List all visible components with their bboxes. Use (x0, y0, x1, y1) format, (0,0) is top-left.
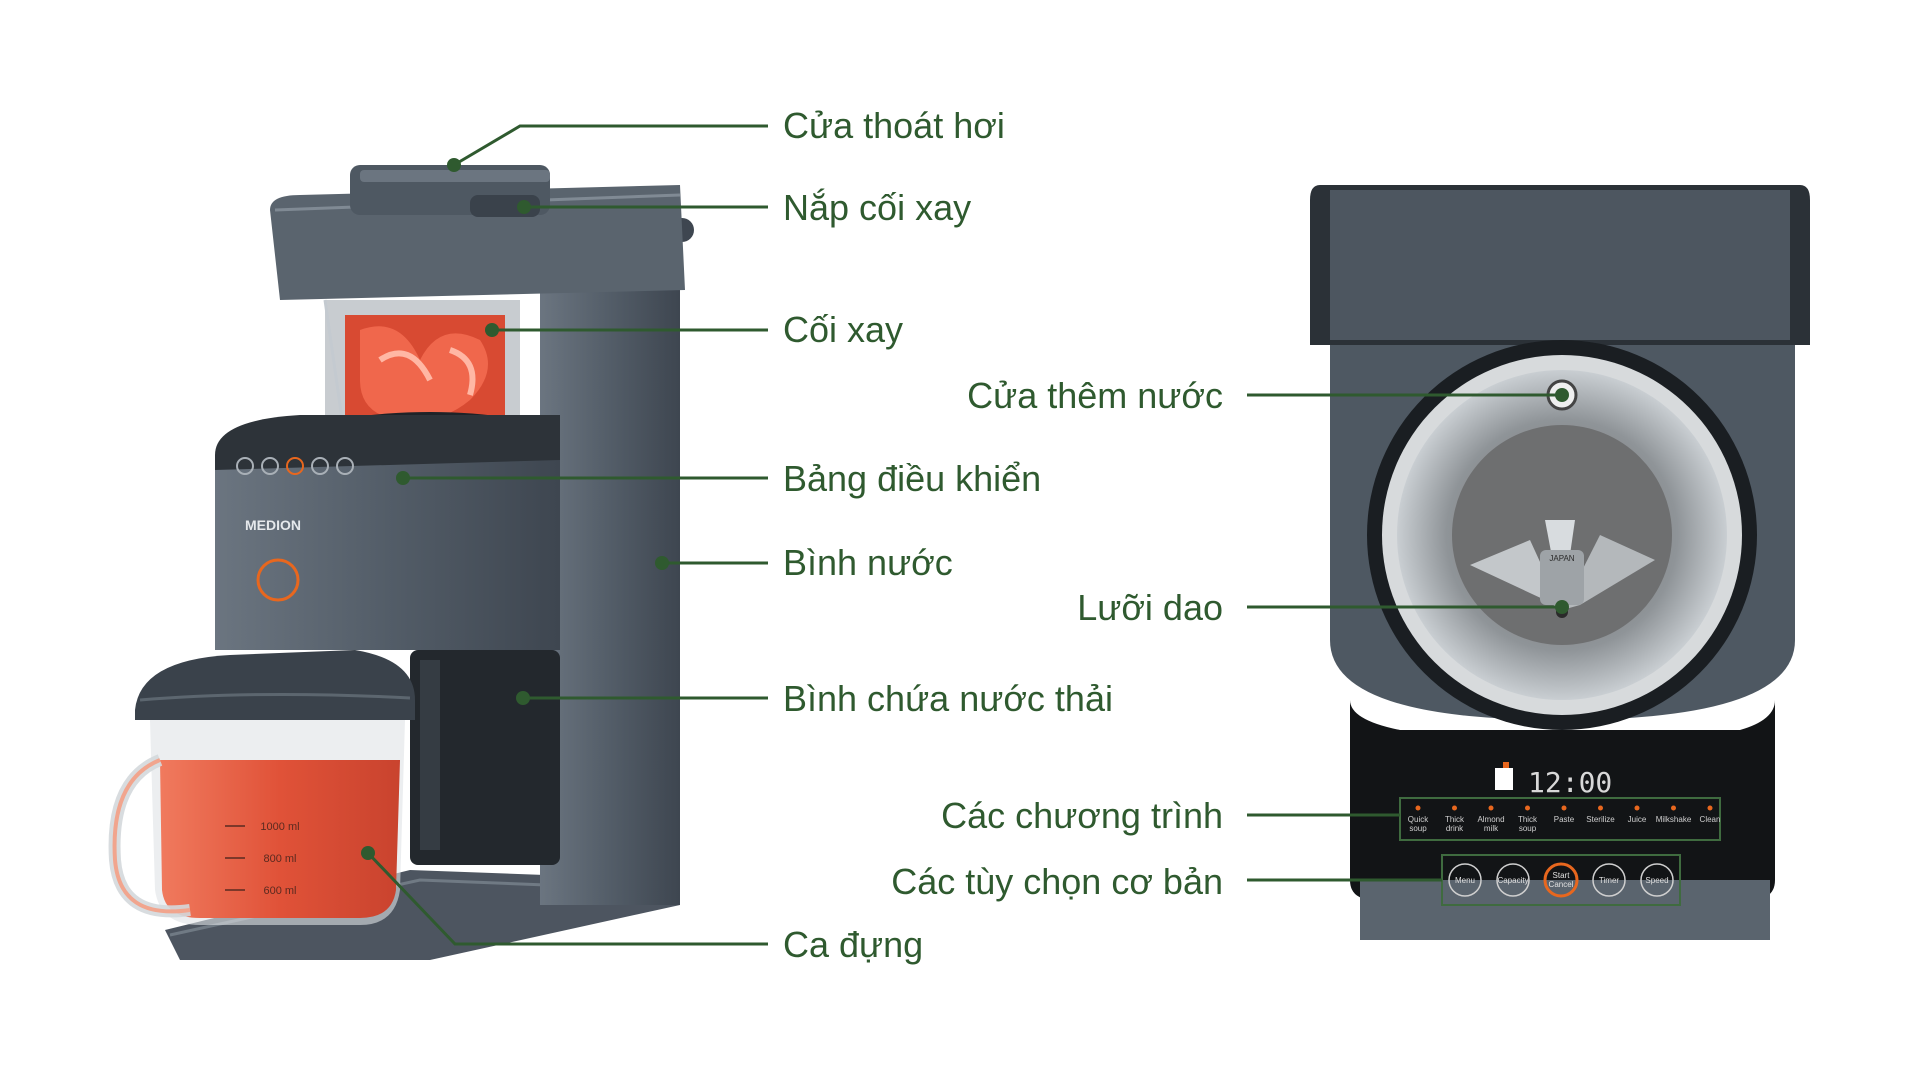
leader-jug (366, 851, 768, 946)
option-label: Speed (1645, 876, 1668, 885)
programs-box (1399, 797, 1721, 841)
option-button[interactable] (1640, 863, 1674, 897)
label-blender-jar: Cối xay (783, 309, 904, 350)
label-blender-lid: Nắp cối xay (783, 187, 972, 228)
label-blade: Lưỡi dao (1077, 587, 1223, 628)
program-label[interactable]: Milkshake (1656, 815, 1692, 824)
option-label: Menu (1455, 876, 1475, 885)
option-label: Capacity (1497, 876, 1528, 885)
program-label[interactable]: Sterilize (1586, 815, 1615, 824)
program-label[interactable]: Thick (1518, 815, 1538, 824)
option-label: Start (1553, 871, 1571, 880)
program-indicator (1634, 805, 1640, 811)
jug-mark: 800 ml (263, 853, 296, 865)
leader-vent (453, 124, 768, 167)
label-basic-options: Các tùy chọn cơ bản (891, 861, 1223, 902)
program-label[interactable]: Quick (1408, 815, 1429, 824)
program-indicator (1525, 805, 1530, 811)
jug-mark: 1000 ml (260, 821, 299, 833)
main-column (540, 205, 680, 905)
program-label[interactable]: Almond (1477, 815, 1504, 824)
svg-text:JAPAN: JAPAN (1549, 554, 1574, 563)
program-indicator (1598, 805, 1603, 811)
power-ring (256, 558, 300, 602)
program-indicator (1415, 805, 1421, 811)
program-indicator (1671, 805, 1676, 811)
right-control-panel (1350, 700, 1775, 900)
option-button[interactable] (1543, 862, 1579, 898)
program-label[interactable]: Paste (1554, 815, 1575, 824)
program-indicator (1452, 805, 1457, 811)
program-label[interactable]: Clean (1700, 815, 1721, 824)
option-button[interactable] (1496, 863, 1530, 897)
program-indicator (1561, 805, 1567, 811)
label-jug: Ca đựng (783, 924, 924, 965)
program-indicator (1488, 805, 1494, 811)
blade: JAPAN (1470, 520, 1655, 618)
option-button[interactable] (1448, 863, 1482, 897)
program-label[interactable]: Juice (1628, 815, 1647, 824)
program-label[interactable]: Thick (1445, 815, 1465, 824)
label-programs: Các chương trình (941, 795, 1223, 836)
label-water-tank: Bình nước (783, 542, 953, 583)
label-waste-container: Bình chứa nước thải (783, 678, 1113, 719)
label-steam-vent: Cửa thoát hơi (783, 105, 1005, 146)
option-button[interactable] (1592, 863, 1626, 897)
option-label: Cancel (1549, 880, 1574, 889)
program-indicator (1707, 805, 1713, 811)
program-label[interactable]: soup (1409, 824, 1427, 833)
label-water-inlet: Cửa thêm nước (967, 375, 1223, 416)
svg-text:12:00: 12:00 (1528, 766, 1612, 799)
display: 12:00 (1495, 762, 1612, 799)
jug-lid (135, 650, 415, 720)
program-label[interactable]: soup (1519, 824, 1537, 833)
jug-mark: 600 ml (263, 885, 296, 897)
program-label[interactable]: drink (1446, 824, 1464, 833)
option-label: Timer (1599, 876, 1619, 885)
program-label[interactable]: milk (1484, 824, 1499, 833)
brand-logo: MEDION (245, 517, 301, 533)
label-control-panel: Bảng điều khiển (783, 458, 1042, 499)
